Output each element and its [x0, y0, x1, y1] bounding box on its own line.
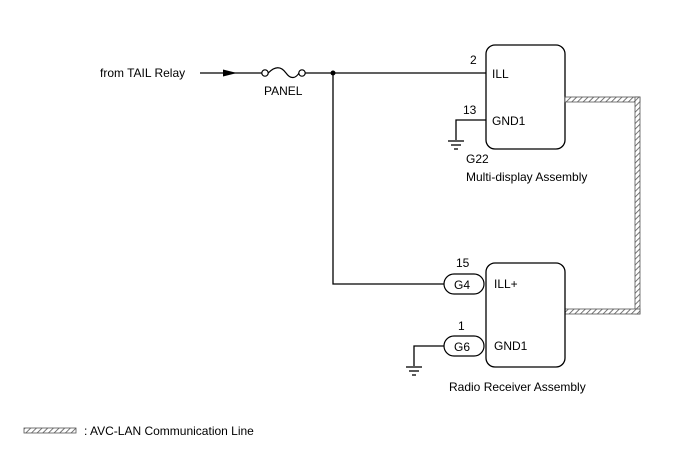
legend-hatch-swatch — [23, 427, 77, 434]
pin-name: ILL+ — [494, 277, 518, 291]
pin-number: 15 — [456, 256, 470, 270]
pin-number: 1 — [458, 319, 465, 333]
ground-icon — [448, 140, 464, 150]
fuse-icon — [261, 67, 306, 79]
ground-icon — [406, 366, 422, 376]
connector-g4 — [443, 273, 485, 295]
pin-number: 13 — [463, 103, 477, 117]
arrow-icon — [223, 69, 237, 77]
pin-name: ILL — [492, 67, 509, 81]
pin-name: GND1 — [494, 339, 528, 353]
radio-receiver-box — [485, 262, 566, 368]
connector-label: G6 — [454, 340, 470, 354]
component-name: Radio Receiver Assembly — [449, 380, 586, 394]
avc-lan-line — [564, 96, 641, 315]
component-code: G22 — [466, 152, 489, 166]
component-name: Multi-display Assembly — [466, 170, 587, 184]
multi-display-box — [485, 44, 566, 150]
ground-wire — [455, 119, 486, 140]
legend-label: : AVC-LAN Communication Line — [84, 424, 254, 438]
pin-name: GND1 — [492, 114, 526, 128]
connector-label: G4 — [454, 278, 470, 292]
pin-number: 2 — [470, 53, 477, 67]
source-label: from TAIL Relay — [100, 66, 185, 80]
ground-wire — [413, 345, 444, 366]
branch-wire — [332, 73, 444, 285]
fuse-label: PANEL — [264, 84, 303, 98]
